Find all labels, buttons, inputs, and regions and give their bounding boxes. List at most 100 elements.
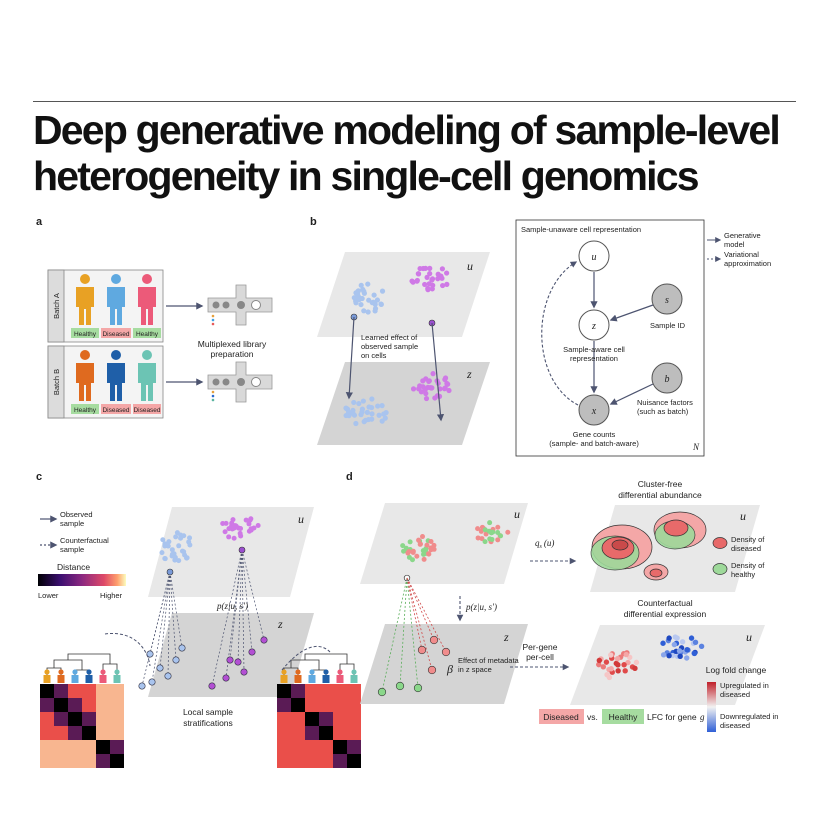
cell-b-z-blue	[366, 404, 372, 410]
page-title: Deep generative modeling of sample-level…	[33, 107, 803, 199]
heatmap-cell	[110, 684, 124, 698]
cde-cell-up	[608, 652, 614, 658]
panel-c-pz: p(z|u, s′)	[216, 601, 248, 611]
cell-b-z-blue	[351, 412, 358, 418]
cell-b-u-purple	[429, 276, 436, 282]
chip-bottom	[207, 361, 273, 403]
lfc-gene: g	[700, 712, 705, 722]
distance-higher: Higher	[100, 591, 123, 600]
heatmap-cell	[305, 754, 319, 768]
cde-cell-down	[679, 639, 686, 645]
heatmap-cell	[54, 754, 68, 768]
cf-cell-right	[240, 668, 248, 676]
cf-cell-left	[178, 644, 186, 652]
cell-d-diseased	[416, 537, 422, 543]
cell-c-u-blue	[174, 530, 180, 536]
cde-cell-down	[684, 647, 690, 653]
learned-2: observed sample	[361, 342, 418, 351]
gene-counts-2: (sample- and batch-aware)	[549, 439, 639, 448]
qs-sub: s	[540, 544, 543, 550]
cell-c-u-purple	[226, 534, 232, 540]
cell-c-u-purple	[222, 529, 228, 535]
heatmap-cell	[333, 726, 347, 740]
beta-label: β	[446, 662, 453, 676]
cell-c-u-blue	[169, 547, 175, 553]
heatmap-cell	[277, 754, 291, 768]
panel-c-projection-arrows	[138, 546, 268, 690]
panel-c-letter: c	[36, 471, 42, 483]
panel-a: a Batch A Batch B Healthy Diseased Healt…	[36, 216, 273, 419]
mini-person-body	[280, 675, 288, 683]
heatmap-cell	[110, 754, 124, 768]
mini-person-head	[72, 669, 78, 675]
cde-cell-up	[632, 665, 638, 672]
tag-b2: Diseased	[102, 407, 129, 414]
cell-c-u-purple	[231, 535, 237, 541]
qs-q: q	[535, 538, 540, 548]
cell-b-u-purple	[439, 282, 446, 289]
heatmap-cell	[291, 684, 305, 698]
cell-c-u-blue	[162, 543, 168, 549]
heatmap-cell	[347, 726, 361, 740]
panel-d: d u z qs(u) Cluster-free differential ab…	[346, 471, 778, 732]
heatmap-cell	[305, 712, 319, 726]
cell-b-z-purple	[420, 378, 426, 384]
cell-b-u-blue	[374, 297, 381, 303]
mini-person-body	[113, 675, 121, 683]
node-z-label: z	[591, 321, 596, 332]
cde-cells	[596, 634, 705, 681]
cell-d-healthy-2	[482, 539, 488, 545]
edge-b-x	[609, 383, 654, 405]
cell-b-z-purple	[416, 386, 422, 392]
diseased-box	[539, 709, 584, 724]
cell-d-diseased-2	[479, 536, 485, 542]
cell-d-healthy-2	[482, 527, 488, 533]
mini-person-body	[43, 675, 51, 683]
heatmap-cell	[333, 698, 347, 712]
tag-a3-bg	[133, 328, 161, 338]
cf-arrow-d	[406, 577, 419, 689]
meta-1: Effect of metadata	[458, 656, 520, 665]
cell-b-u-purple	[422, 265, 429, 271]
plane-cde-label: u	[746, 630, 752, 644]
cell-c-u-blue	[160, 537, 166, 543]
cell-c-u-purple	[247, 517, 253, 523]
plane-b-u	[317, 252, 490, 337]
lfc-diseased: Diseased	[543, 712, 579, 722]
dens-h-1: Density of	[731, 561, 765, 570]
learned-3: on cells	[361, 351, 387, 360]
cell-b-z-purple	[423, 395, 430, 402]
title-line-2: heterogeneity in single-cell genomics	[33, 153, 700, 199]
cell-c-u-blue	[176, 558, 182, 564]
cell-c-u-blue	[181, 533, 187, 539]
cde-cell-down	[691, 650, 698, 657]
mini-person-body	[85, 675, 93, 683]
cell-b-z-purple	[410, 386, 417, 392]
heatmap-cell	[68, 740, 82, 754]
heatmap-cell	[319, 726, 333, 740]
cell-c-u-purple	[255, 522, 261, 528]
node-u-label: u	[592, 252, 597, 263]
cde-cell-up	[615, 662, 621, 668]
cf-cell-right	[260, 636, 268, 644]
cell-b-z-blue	[362, 417, 369, 423]
heatmap-cell	[347, 754, 361, 768]
cf-arrow-left	[169, 571, 177, 661]
legend-gen-1: Generative	[724, 231, 761, 240]
cell-b-z-blue	[360, 398, 366, 404]
cell-b-u-purple	[427, 265, 433, 271]
cell-b-u-purple	[444, 270, 450, 276]
cf-cell-right	[222, 674, 230, 682]
heatmap-cell	[319, 740, 333, 754]
cell-d-healthy	[400, 543, 406, 549]
cell-b-z-purple	[446, 387, 452, 394]
plane-b-z-label: z	[466, 367, 472, 381]
cell-d-healthy-2	[490, 529, 496, 535]
heatmap-cell	[40, 698, 54, 712]
cell-b-u-blue	[372, 305, 379, 312]
cell-b-u-purple	[409, 278, 415, 284]
batch-b-people	[76, 350, 156, 401]
cf-cell-right	[208, 682, 216, 690]
node-u	[578, 240, 610, 272]
mini-person-head	[44, 669, 50, 675]
